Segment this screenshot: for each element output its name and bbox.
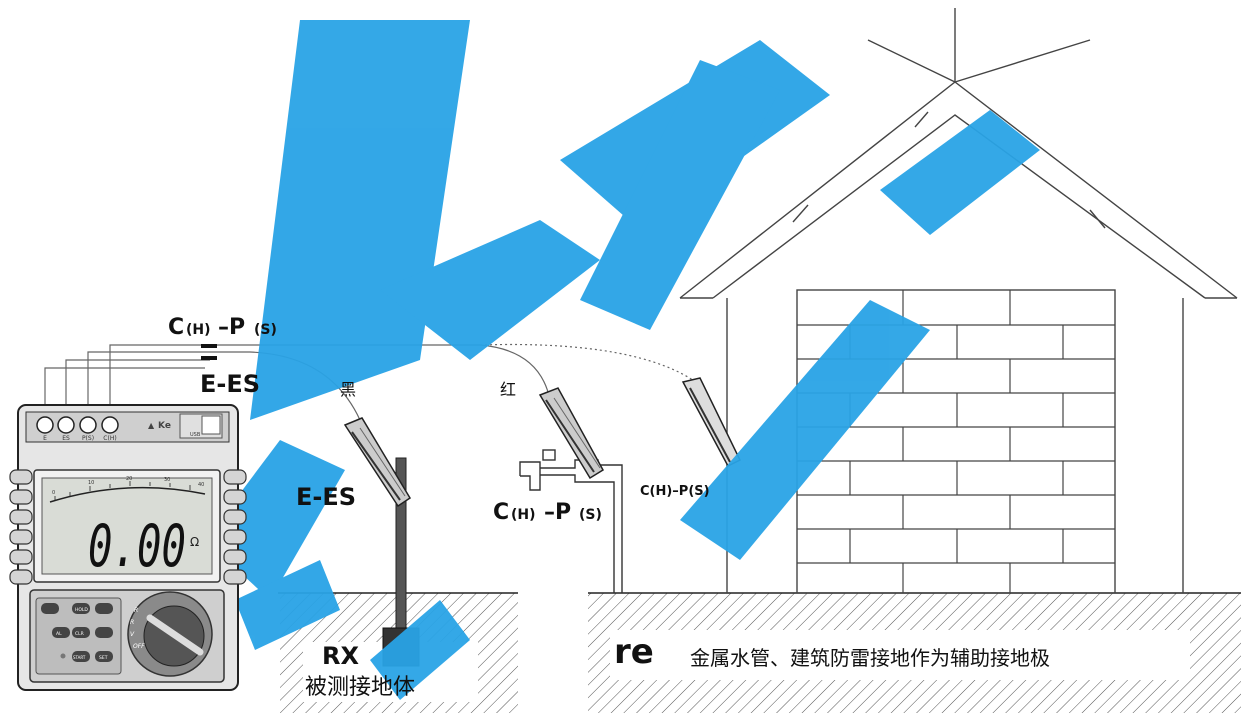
- wire-dotted: [479, 343, 701, 386]
- scale-tick-10: 10: [88, 480, 94, 486]
- pipe-c: C: [493, 500, 509, 525]
- terminal-ps: [79, 416, 97, 434]
- probe-ch-ps-pipe: [538, 387, 605, 480]
- button-up[interactable]: [95, 603, 113, 614]
- dial-label-r2: R: [130, 619, 134, 626]
- warning-icon: ▲: [148, 421, 155, 430]
- button-down[interactable]: [95, 627, 113, 638]
- scale-tick-20: 20: [126, 476, 132, 482]
- grips: [9, 469, 247, 585]
- button-label-al: AL: [56, 631, 62, 637]
- terminal-es: [57, 416, 75, 434]
- terminal-ch: [101, 416, 119, 434]
- dial-label-r1: R: [134, 607, 138, 614]
- legend-p: –P: [218, 315, 245, 340]
- dial-label-v: V: [130, 631, 135, 638]
- button-al[interactable]: [52, 627, 70, 638]
- label-right-ch-ps: C(H)–P(S): [640, 484, 710, 499]
- usb-label: USB: [190, 432, 201, 438]
- button-start[interactable]: [72, 651, 90, 662]
- button-label-clr: CLR: [75, 631, 84, 637]
- scale-tick-30: 30: [164, 477, 170, 483]
- lcd-reading: 0.00: [88, 512, 186, 580]
- label-re-caption: 金属水管、建筑防雷接地作为辅助接地极: [690, 646, 1050, 670]
- button-clr[interactable]: [72, 627, 90, 638]
- button-label-start: START: [73, 655, 86, 660]
- legend-s: (S): [254, 322, 277, 338]
- scale-tick-40: 40: [198, 482, 204, 488]
- scale-tick-0: 0: [52, 490, 55, 496]
- legend-ees: E-ES: [200, 370, 260, 398]
- label-rx-caption: 被测接地体: [305, 675, 415, 700]
- label-re: re: [614, 632, 654, 672]
- pipe-h: (H): [511, 507, 536, 523]
- probe-ch-ps-right: [681, 377, 741, 467]
- terminal-e: [36, 416, 54, 434]
- terminal-label-ch: C(H): [103, 435, 116, 442]
- pipe-p: –P: [544, 500, 571, 525]
- meter: E ES P(S) C(H) ▲ Ke USB: [9, 404, 247, 691]
- legend-c: C: [168, 315, 184, 340]
- terminal-label-es: ES: [62, 435, 70, 442]
- terminals: E ES P(S) C(H): [36, 416, 119, 442]
- usb-port: [201, 415, 221, 435]
- dial-label-off: OFF: [133, 643, 145, 650]
- lcd-scale: [54, 481, 191, 500]
- terminal-label-ps: P(S): [82, 435, 94, 442]
- button-label-set: SET: [99, 655, 108, 661]
- legend: C (H) –P (S) E-ES: [168, 315, 277, 398]
- label-black: 黑: [340, 380, 356, 399]
- button-backlight[interactable]: [41, 603, 59, 614]
- soil: [278, 592, 1241, 713]
- pipe-s: (S): [579, 507, 602, 523]
- button-hold[interactable]: [72, 603, 90, 614]
- label-rx: RX: [322, 642, 359, 670]
- label-pipe-ch-ps: C (H) –P (S): [493, 500, 602, 525]
- label-red: 红: [500, 380, 516, 399]
- brand-mark: Ke: [158, 421, 171, 431]
- legend-h: (H): [186, 322, 211, 338]
- terminal-label-e: E: [43, 435, 47, 442]
- button-label-hold: HOLD: [75, 607, 88, 613]
- label-probe-ees: E-ES: [296, 483, 356, 511]
- button-set[interactable]: [95, 651, 113, 662]
- lcd-unit: Ω: [190, 535, 199, 549]
- probe-e-es: [343, 417, 412, 508]
